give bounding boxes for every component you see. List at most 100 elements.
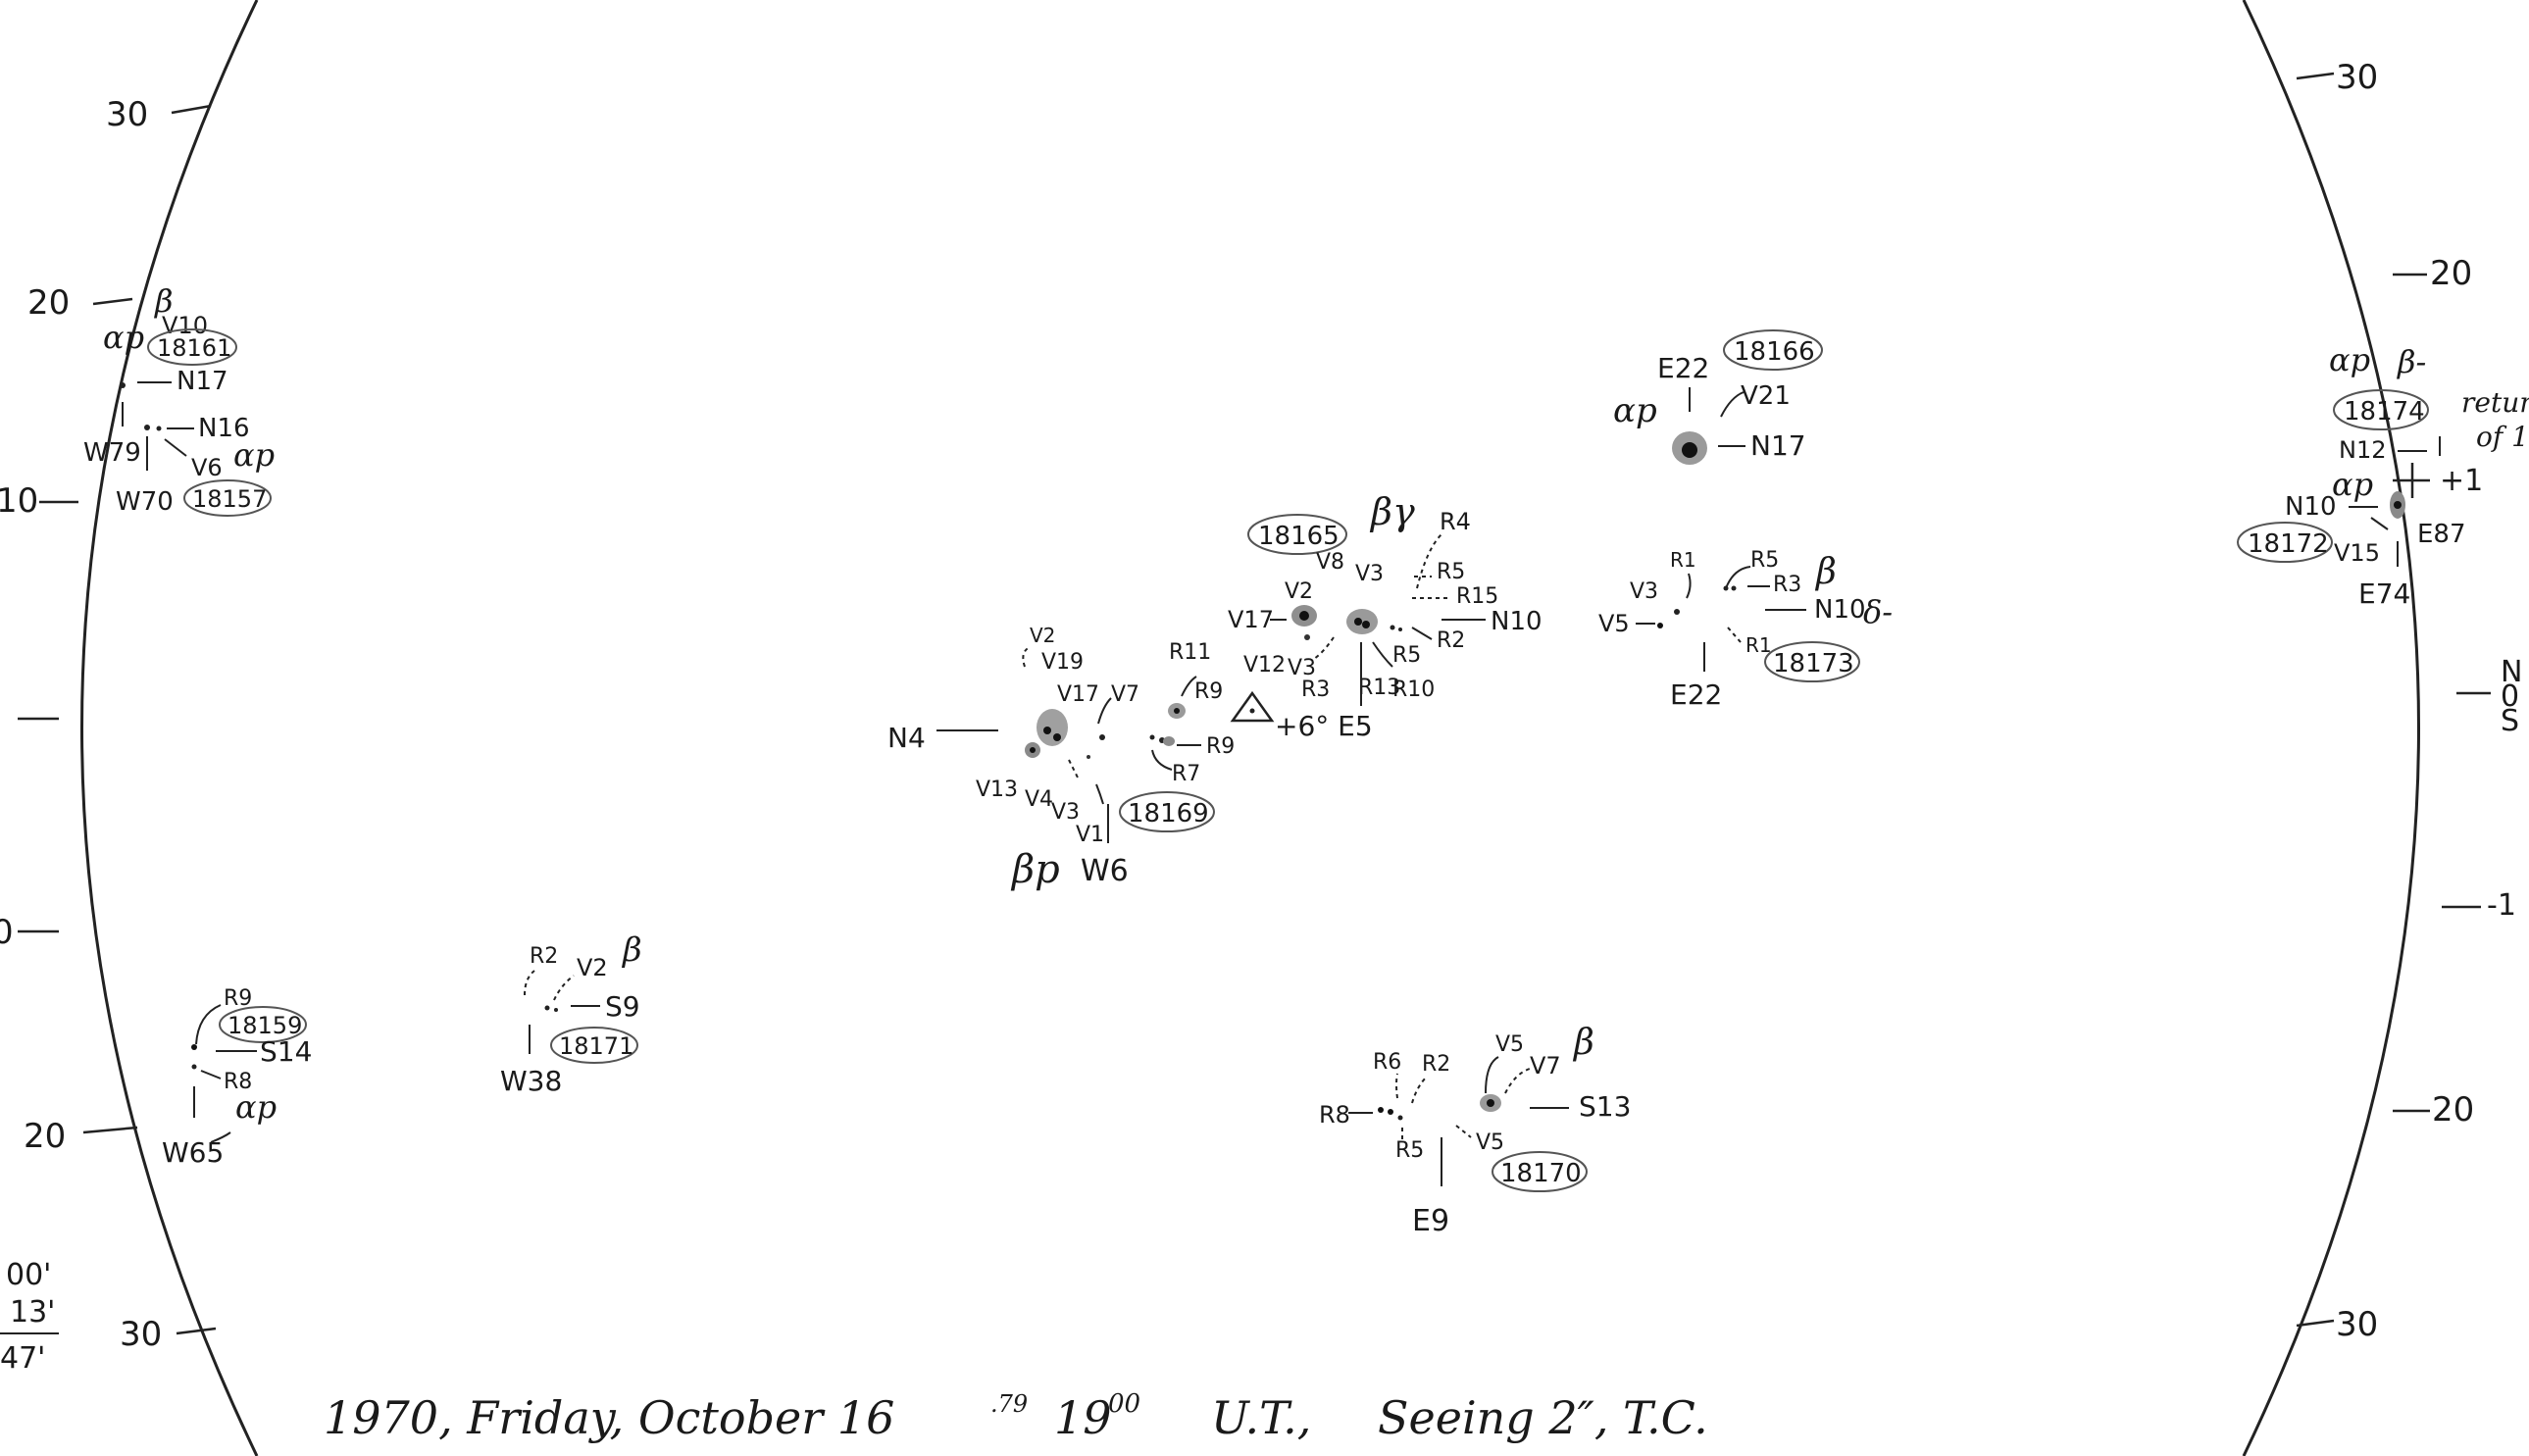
- label-18171-s9: S9: [605, 990, 640, 1023]
- label-18171-v2: V2: [577, 954, 608, 981]
- lat-label-right-20s: 20: [2432, 1090, 2474, 1130]
- label-18165-n10: N10: [1491, 607, 1543, 636]
- label-18161-v10: V10: [162, 312, 208, 339]
- observation-caption: 1970, Friday, October 16 .79 19 00 U.T.,…: [324, 1389, 1708, 1444]
- label-18170-r2: R2: [1422, 1052, 1450, 1077]
- note-line-2: 13': [10, 1295, 55, 1330]
- label-18170-v5: V5: [1495, 1032, 1524, 1057]
- label-18159-r9: R9: [224, 986, 252, 1011]
- label-18166-v21: V21: [1741, 381, 1791, 411]
- class-18159: αp: [235, 1088, 277, 1126]
- label-18165-r4: R4: [1440, 508, 1471, 535]
- label-18173-r1b: R1: [1745, 633, 1772, 657]
- label-18166-n17: N17: [1750, 429, 1806, 462]
- label-18169-v13: V13: [976, 778, 1018, 802]
- return-note-line1: retur: [2461, 386, 2529, 419]
- class-18161: αp: [103, 319, 144, 356]
- label-18165-v12: V12: [1243, 653, 1286, 678]
- label-18169-v19: V19: [1041, 650, 1084, 675]
- label-18169-v1: V1: [1076, 823, 1104, 847]
- edge-letter-minus: -1: [2487, 888, 2516, 923]
- label-18165-v3: V3: [1355, 562, 1384, 586]
- label-18172-e74: E74: [2358, 577, 2410, 610]
- latitude-scale-left: 30 20 10 0 20 30: [0, 95, 217, 1354]
- label-18174-n12: N12: [2339, 436, 2387, 464]
- label-18165-v8: V8: [1316, 550, 1344, 575]
- lat-label-right-30s: 30: [2336, 1305, 2378, 1344]
- solar-limb-right: [2242, 0, 2420, 1456]
- label-18169-r9: R9: [1194, 679, 1223, 704]
- label-18169-v2: V2: [1030, 624, 1055, 647]
- group-18171: R2 V2 β S9 18171 W38: [500, 930, 642, 1097]
- edge-letter-n: N: [2501, 655, 2522, 689]
- label-18165-r15: R15: [1456, 584, 1498, 609]
- group-18169: V2 V19 V17 V7 R11 R9 R9 R7 N4 V13 V4 V3 …: [887, 624, 1235, 892]
- group-18173: R1 R5 β V3 R3 V5 N10 δ- R1 18173 E22: [1598, 548, 1893, 711]
- id-18157: 18157: [192, 485, 267, 513]
- label-18157-w79: W79: [83, 438, 141, 468]
- group-18166: E22 18166 αp V21 N17: [1613, 329, 1823, 465]
- label-18170-r8: R8: [1319, 1101, 1350, 1129]
- class-18166: αp: [1613, 391, 1657, 430]
- lat-label-left-equator: 0: [0, 913, 14, 952]
- note-line-1: 00': [6, 1258, 51, 1292]
- triangle-marker-icon: [1230, 690, 1275, 723]
- return-note-line2: of 18: [2476, 421, 2529, 453]
- label-18159-s14: S14: [260, 1035, 312, 1068]
- caption-date: 1970, Friday, October 16: [324, 1391, 894, 1444]
- label-18173-e22: E22: [1670, 678, 1722, 711]
- class-18169: βp: [1010, 847, 1060, 892]
- label-18165-v3b: V3: [1288, 656, 1316, 680]
- left-margin-note: 00' 13' 47': [0, 1258, 59, 1376]
- label-18157-w70: W70: [116, 487, 174, 517]
- label-18170-s13: S13: [1579, 1090, 1631, 1123]
- label-18173-n10: N10: [1814, 595, 1866, 625]
- edge-letter-s: S: [2501, 704, 2519, 738]
- label-18169-n4: N4: [887, 722, 926, 754]
- label-18165-v17: V17: [1228, 606, 1274, 633]
- caption-day-fraction: .79: [990, 1390, 1028, 1418]
- edge-letter-plus: +1: [2440, 464, 2483, 498]
- label-18171-r2: R2: [530, 944, 558, 969]
- class-18165: βγ: [1369, 490, 1415, 533]
- label-18165-r13: R13: [1358, 676, 1400, 700]
- label-18170-v7: V7: [1530, 1052, 1561, 1079]
- lat-label-left-30n: 30: [106, 95, 148, 134]
- id-18172: 18172: [2248, 529, 2329, 559]
- id-18173: 18173: [1773, 649, 1854, 678]
- label-18165-r2: R2: [1437, 628, 1465, 653]
- label-18170-r5: R5: [1395, 1138, 1424, 1163]
- solar-limb-left: [80, 0, 259, 1456]
- lat-label-left-20s: 20: [24, 1117, 66, 1156]
- lat-label-left-20n: 20: [27, 283, 70, 323]
- label-18169-v17: V17: [1057, 682, 1099, 707]
- latitude-scale-right: 30 20 20 30 N 0 S -1 +1 retur of 18: [2296, 58, 2529, 1344]
- class-18174: αp: [2329, 341, 2370, 378]
- label-18169-r7: R7: [1172, 762, 1200, 786]
- label-18161-n17: N17: [177, 367, 228, 396]
- id-18165: 18165: [1258, 522, 1340, 551]
- class2-18173: δ-: [1863, 593, 1893, 630]
- group-18172: αp N10 18172 V15 E87 E74: [2237, 466, 2466, 610]
- id-18161: 18161: [157, 334, 231, 362]
- label-18157-v6: V6: [191, 454, 223, 481]
- id-18159: 18159: [228, 1012, 302, 1039]
- label-18172-v15: V15: [2334, 539, 2380, 567]
- label-18173-r1: R1: [1670, 548, 1696, 572]
- lat-label-left-10n: 10: [0, 481, 38, 521]
- label-18171-w38: W38: [500, 1065, 562, 1097]
- label-18173-r3: R3: [1773, 573, 1801, 597]
- label-18172-e87: E87: [2417, 520, 2466, 549]
- label-18170-v5b: V5: [1476, 1130, 1504, 1155]
- group-18174: αp β- 18174 N12: [2329, 341, 2441, 464]
- label-18157-n16: N16: [198, 414, 250, 443]
- lat-label-right-30n: 30: [2336, 58, 2378, 97]
- class-18173: β: [1814, 552, 1837, 592]
- label-18159-r8: R8: [224, 1070, 252, 1094]
- label-18169-w6: W6: [1081, 854, 1129, 888]
- class-18170: β: [1572, 1023, 1594, 1063]
- group-18159: R9 18159 S14 R8 αp W65: [162, 986, 312, 1169]
- lat-label-left-30s: 30: [120, 1315, 162, 1354]
- sunspot-18169-leader: [1037, 709, 1068, 746]
